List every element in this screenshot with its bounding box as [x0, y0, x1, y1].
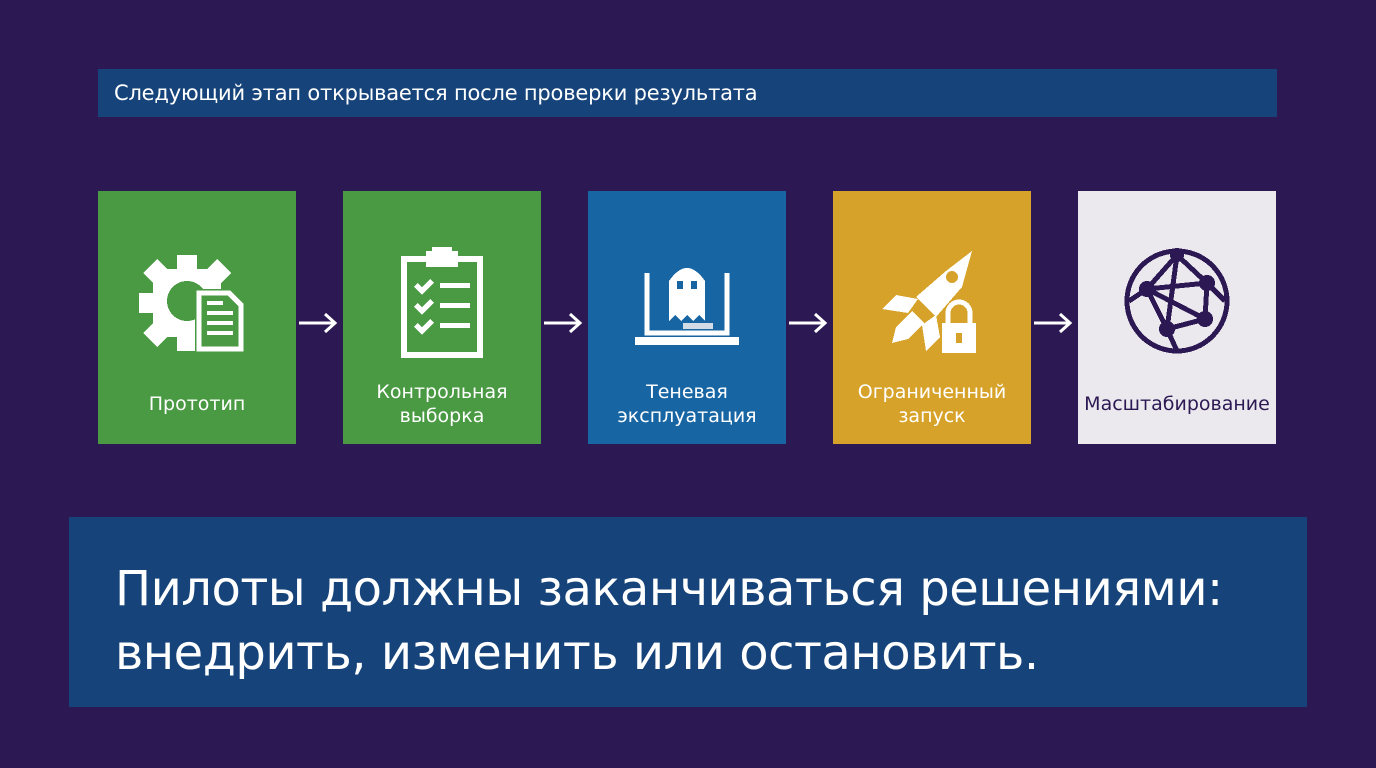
conclusion-line-1: Пилоты должны заканчиваться решениями:	[115, 561, 1223, 617]
stage-tile-prototype: Прототип	[98, 191, 296, 444]
gear-document-icon	[98, 241, 296, 361]
stage-tile-control-sample: Контрольная выборка	[343, 191, 541, 444]
ghost-laptop-icon	[588, 241, 786, 361]
arrow-right-icon	[299, 312, 338, 334]
stage-tile-shadow-operation: Теневая эксплуатация	[588, 191, 786, 444]
stage-tile-limited-launch: Ограниченный запуск	[833, 191, 1031, 444]
conclusion-banner: Пилоты должны заканчиваться решениями: в…	[69, 517, 1307, 707]
arrow-right-icon	[789, 312, 828, 334]
clipboard-checklist-icon	[343, 241, 541, 361]
header-bar: Следующий этап открывается после проверк…	[98, 69, 1277, 117]
arrow-right-icon	[544, 312, 583, 334]
stage-label: Масштабирование	[1084, 393, 1270, 415]
arrow-right-icon	[1034, 312, 1073, 334]
stage-label: Ограниченный запуск	[857, 381, 1007, 427]
stage-label: Контрольная выборка	[376, 381, 508, 427]
header-text: Следующий этап открывается после проверк…	[114, 81, 758, 105]
stage-label: Прототип	[148, 393, 246, 415]
stage-label: Теневая эксплуатация	[617, 381, 757, 427]
rocket-lock-icon	[833, 241, 1031, 361]
stage-tile-scaling: Масштабирование	[1078, 191, 1276, 444]
network-globe-icon	[1078, 241, 1276, 361]
conclusion-line-2: внедрить, изменить или остановить.	[115, 625, 1039, 681]
